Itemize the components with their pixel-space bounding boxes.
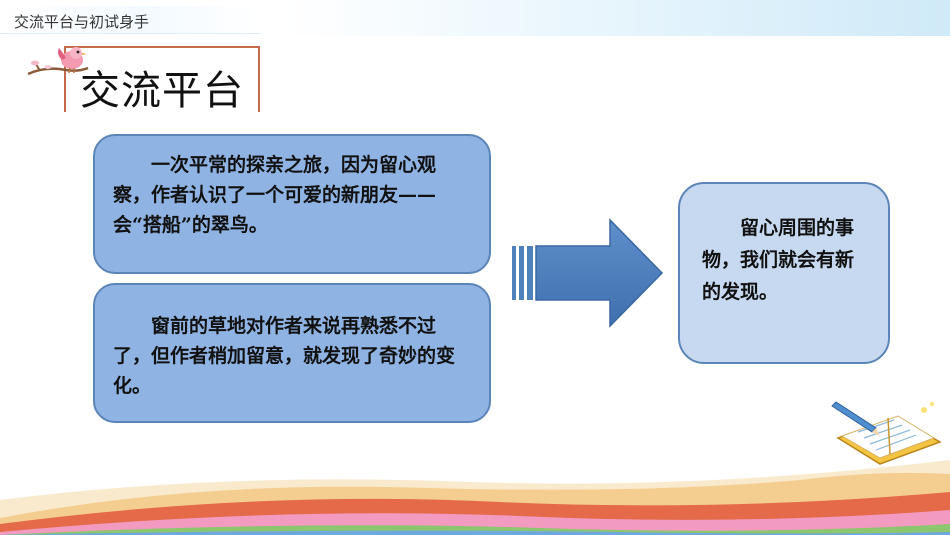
bird-icon (27, 47, 89, 76)
header-breadcrumb: 交流平台与初试身手 (14, 13, 150, 31)
landscape-decoration (0, 460, 950, 535)
card-kingfisher: 一次平常的探亲之旅，因为留心观察，作者认识了一个可爱的新朋友——会“搭船”的翠鸟… (93, 134, 491, 274)
conclusion-card: 留心周围的事物，我们就会有新的发现。 (678, 182, 890, 364)
header-tab: 交流平台与初试身手 (0, 6, 260, 34)
card-grassland: 窗前的草地对作者来说再熟悉不过了，但作者稍加留意，就发现了奇妙的变化。 (93, 283, 491, 423)
arrow-right-icon (512, 218, 664, 328)
page-title: 交流平台 (80, 68, 244, 114)
title-frame (64, 46, 260, 112)
title-frame-left (64, 46, 66, 112)
notebook-pencil-icon (831, 401, 942, 465)
